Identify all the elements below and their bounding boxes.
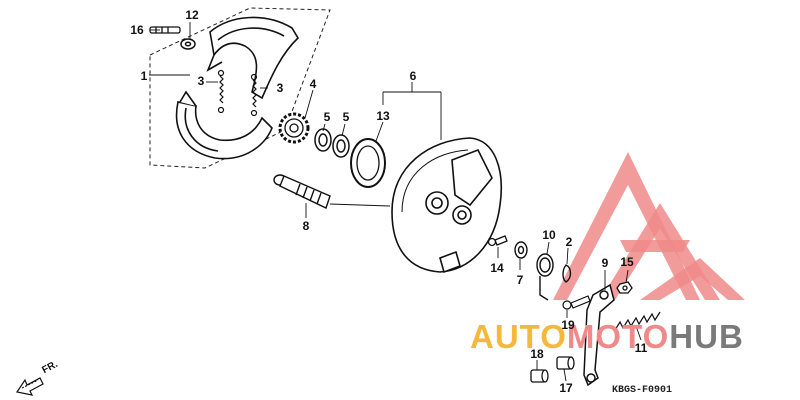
callout-6: 6	[409, 69, 417, 83]
callout-12: 12	[185, 8, 199, 22]
front-arrow-icon	[16, 377, 44, 396]
brake-shoe-upper	[206, 16, 300, 100]
watermark-part-moto: MOTO	[566, 318, 670, 355]
callout-18: 18	[530, 347, 544, 361]
pin-17	[556, 356, 575, 370]
nut-15	[616, 281, 633, 294]
callout-3a: 3	[197, 74, 205, 88]
callout-5b: 5	[342, 110, 350, 124]
callout-13: 13	[376, 109, 390, 123]
callout-19: 19	[561, 318, 575, 332]
spring-11	[614, 311, 661, 331]
cam-shaft-8	[273, 174, 391, 209]
watermark-text: AUTOMOTOHUB	[470, 317, 744, 357]
bolt-14	[487, 235, 508, 247]
callout-8: 8	[302, 219, 310, 233]
callout-10: 10	[542, 228, 556, 242]
bolt-19	[562, 295, 591, 310]
washer-7	[514, 241, 528, 259]
clip-2	[562, 264, 572, 283]
drawing-code: KBGS-F0901	[612, 385, 673, 396]
watermark-part-hub: HUB	[669, 318, 744, 355]
brake-shoe-lower	[175, 90, 273, 160]
callout-16: 16	[130, 23, 144, 37]
pin-18	[530, 369, 549, 383]
leader-lines	[149, 22, 642, 382]
callout-7: 7	[516, 273, 524, 287]
seal-5a	[314, 128, 332, 152]
callout-14: 14	[490, 261, 504, 275]
watermark-part-auto: AUTO	[470, 318, 567, 355]
oring-13	[350, 138, 386, 188]
washer-12	[180, 38, 196, 50]
callout-5a: 5	[323, 110, 331, 124]
callout-2: 2	[565, 235, 573, 249]
watermark-triangle-logo	[553, 152, 745, 300]
seal-5b	[332, 134, 350, 158]
callout-1: 1	[140, 69, 148, 83]
spring-3-left	[217, 69, 225, 114]
callout-15: 15	[620, 255, 634, 269]
brake-panel-6	[391, 137, 502, 274]
callout-4: 4	[309, 77, 317, 91]
callout-17: 17	[559, 381, 573, 395]
brake-arm-9	[583, 283, 615, 387]
return-spring-10	[536, 253, 554, 301]
gear-4	[278, 112, 310, 144]
callout-3b: 3	[276, 81, 284, 95]
callout-11: 11	[634, 341, 648, 355]
spring-3-right	[250, 73, 258, 117]
callout-9: 9	[601, 256, 609, 270]
